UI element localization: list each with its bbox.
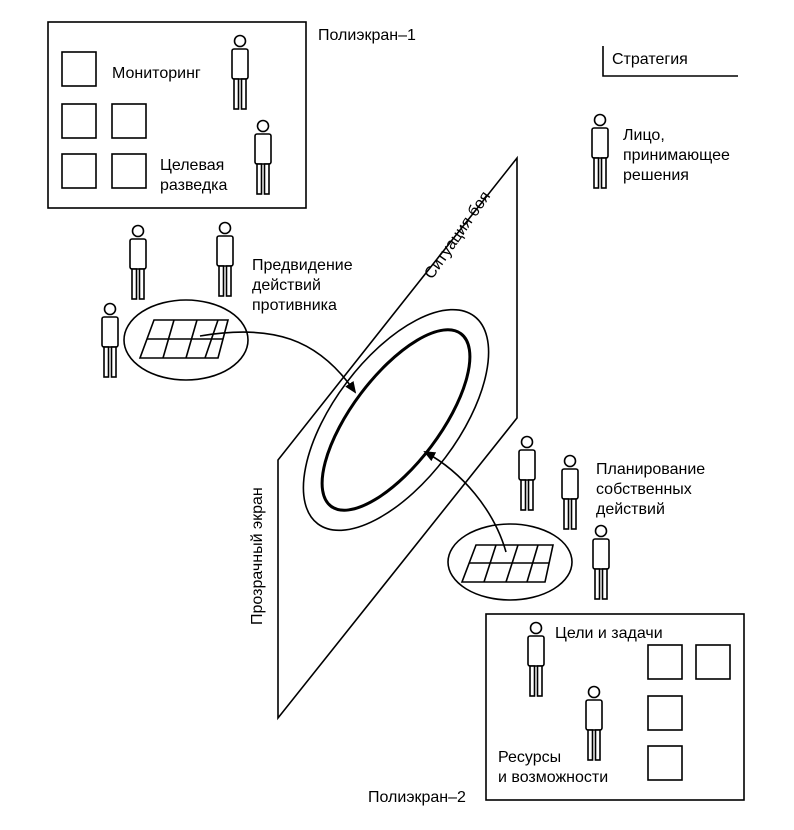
decision-maker-label-line1: Лицо, [623,127,665,144]
screen-tile [111,153,147,189]
person-icon [216,221,234,297]
grid-icon [138,319,230,359]
polyscreen2-frame [485,613,745,801]
people-layer [101,34,610,761]
combat-situation-rings [302,308,490,532]
combat-situation-label: Ситуация боя [421,188,494,282]
planning-label-line2: собственных [596,481,692,498]
person-icon [518,435,536,511]
foresight-label-line1: Предвидение [252,257,353,274]
polyscreen2-panel [485,613,745,801]
screen-tile [647,644,683,680]
screen-tile [695,644,731,680]
person-icon [585,685,603,761]
strategy-label: Стратегия [612,51,688,68]
person-icon [254,119,272,195]
person-icon [561,454,579,530]
transparent-screen-label: Прозрачный экран [249,487,266,625]
polyscreen1-panel [47,21,307,209]
planning-group [447,523,573,601]
screen-tile [61,51,97,87]
screen-tile [61,103,97,139]
screen-tile [647,695,683,731]
decision-maker-label-line2: принимающее [623,147,730,164]
foresight-label-line2: действий [252,277,321,294]
target-recon-label-line1: Целевая [160,157,224,174]
strategy-bracket [602,46,738,77]
foresight-label-line3: противника [252,297,337,314]
arrow-icon [423,451,507,553]
person-icon [591,113,609,189]
resources-label-line2: и возможности [498,769,608,786]
target-recon-label-line2: разведка [160,177,228,194]
person-icon [129,224,147,300]
outer-ring [302,308,490,532]
monitoring-label: Мониторинг [112,65,201,82]
polyscreen1-frame [47,21,307,209]
person-icon [101,302,119,378]
planning-label-line3: действий [596,501,665,518]
transparent-screen-plane [277,155,518,721]
polyscreen1-label: Полиэкран–1 [318,27,416,44]
inner-ring [320,328,472,512]
screen-tile [111,103,147,139]
planning-label-line1: Планирование [596,461,705,478]
decision-maker-label-line3: решения [623,167,689,184]
foresight-group [123,299,249,381]
screen-tile [61,153,97,189]
foresight-ellipse [123,299,249,381]
polyscreen2-label: Полиэкран–2 [368,789,466,806]
person-icon [231,34,249,110]
screen-tile [647,745,683,781]
person-icon [527,621,545,697]
resources-label-line1: Ресурсы [498,749,561,766]
planning-ellipse [447,523,573,601]
arrow-icon [199,331,357,394]
grid-icon [460,544,554,583]
goals-label: Цели и задачи [555,625,663,642]
person-icon [592,524,610,600]
